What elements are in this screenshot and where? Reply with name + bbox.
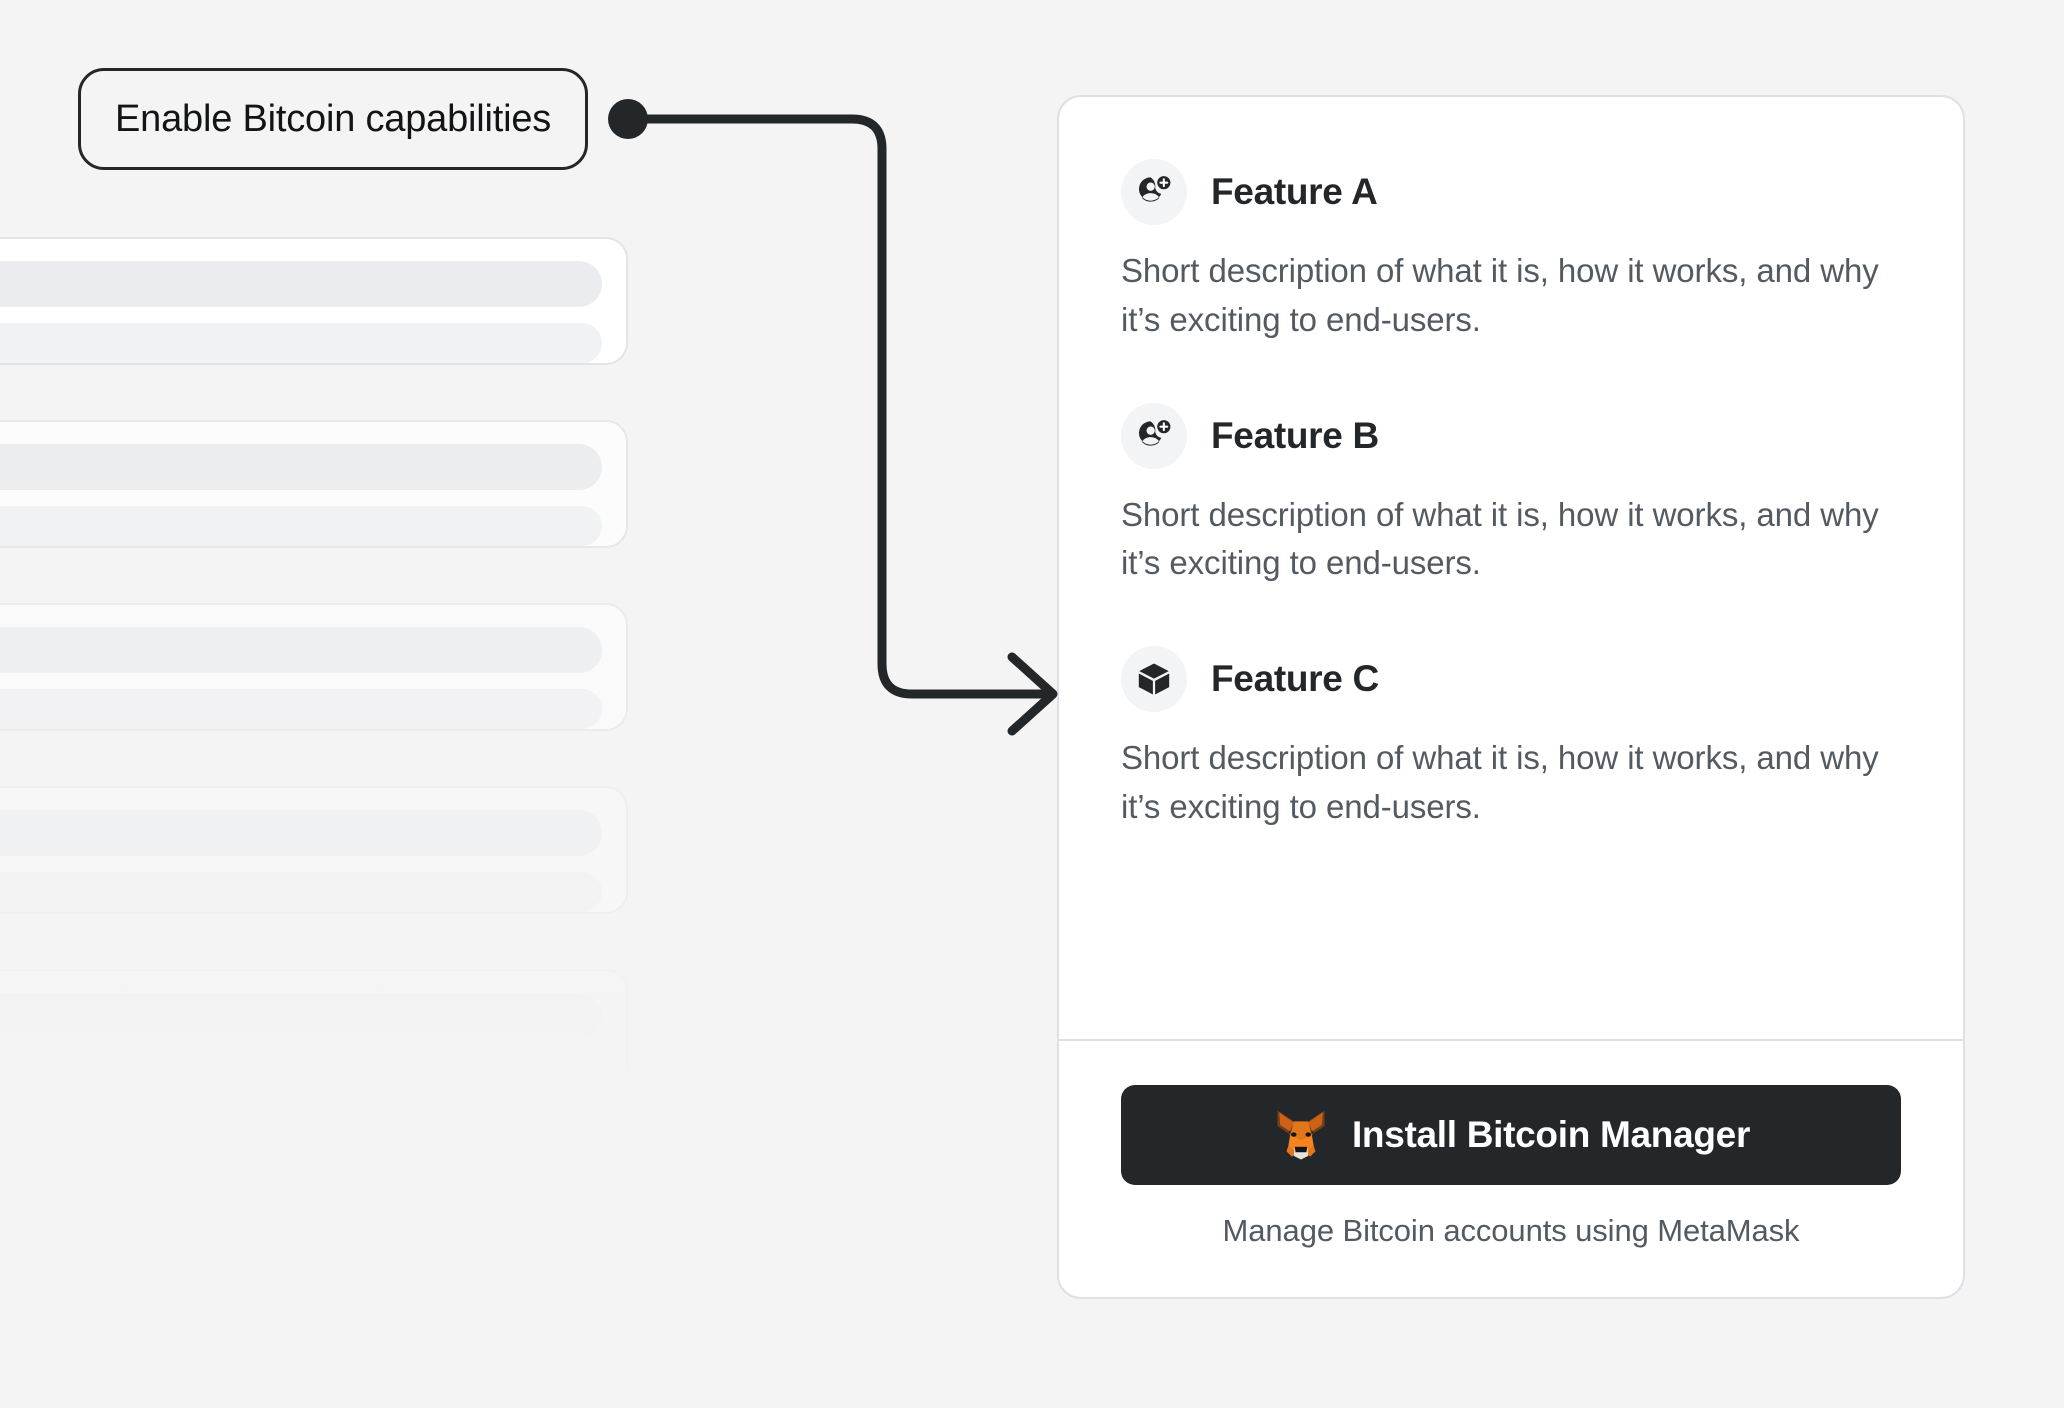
skeleton-bar-secondary [0,506,602,546]
skeleton-card [0,786,628,914]
feature-block-c: Feature C Short description of what it i… [1121,646,1901,832]
feature-description: Short description of what it is, how it … [1121,495,1879,582]
skeleton-bar-primary [0,627,602,673]
feature-title: Feature B [1211,414,1379,456]
connector-line [623,114,1053,699]
skeleton-bar-primary [0,1176,602,1222]
skeleton-bar-primary [0,993,602,1039]
footer-caption: Manage Bitcoin accounts using MetaMask [1222,1213,1800,1248]
skeleton-bar-primary [0,444,602,490]
connector-dot [608,99,648,139]
feature-header: Feature B [1121,402,1901,469]
feature-header: Feature C [1121,646,1901,713]
install-bitcoin-manager-button[interactable]: Install Bitcoin Manager [1121,1085,1901,1185]
feature-header: Feature A [1121,159,1901,225]
skeleton-bar-secondary [0,1238,602,1278]
feature-description: Short description of what it is, how it … [1121,252,1879,338]
card-divider [1059,1039,1963,1041]
card-footer: Install Bitcoin Manager Manage Bitcoin a… [1059,1041,1963,1297]
skeleton-card [0,969,628,1097]
feature-description: Short description of what it is, how it … [1121,739,1879,826]
skeleton-placeholder-list [0,237,628,1335]
skeleton-bar-secondary [0,323,602,363]
feature-block-b: Feature B Short description of what it i… [1121,402,1901,589]
skeleton-bar-primary [0,810,602,856]
skeleton-card [0,237,628,365]
cube-icon [1121,646,1187,713]
user-add-icon [1121,159,1187,225]
skeleton-bar-secondary [0,689,602,729]
callout-pill: Enable Bitcoin capabilities [78,68,589,170]
bitcoin-feature-card: Feature A Short description of what it i… [1057,95,1965,1299]
feature-list: Feature A Short description of what it i… [1059,97,1963,1039]
skeleton-card [0,1152,628,1280]
feature-title: Feature C [1211,658,1379,700]
skeleton-bar-secondary [0,1055,602,1095]
skeleton-card [0,420,628,548]
skeleton-bar-primary [0,261,602,307]
user-add-icon [1121,402,1187,469]
skeleton-card [0,603,628,731]
feature-block-a: Feature A Short description of what it i… [1121,159,1901,345]
metamask-fox-icon [1272,1106,1330,1164]
connector-arrowhead-icon [1007,652,1058,736]
skeleton-bar-secondary [0,872,602,912]
feature-title: Feature A [1211,171,1378,212]
callout-pill-label: Enable Bitcoin capabilities [115,97,552,140]
install-button-label: Install Bitcoin Manager [1351,1114,1751,1155]
